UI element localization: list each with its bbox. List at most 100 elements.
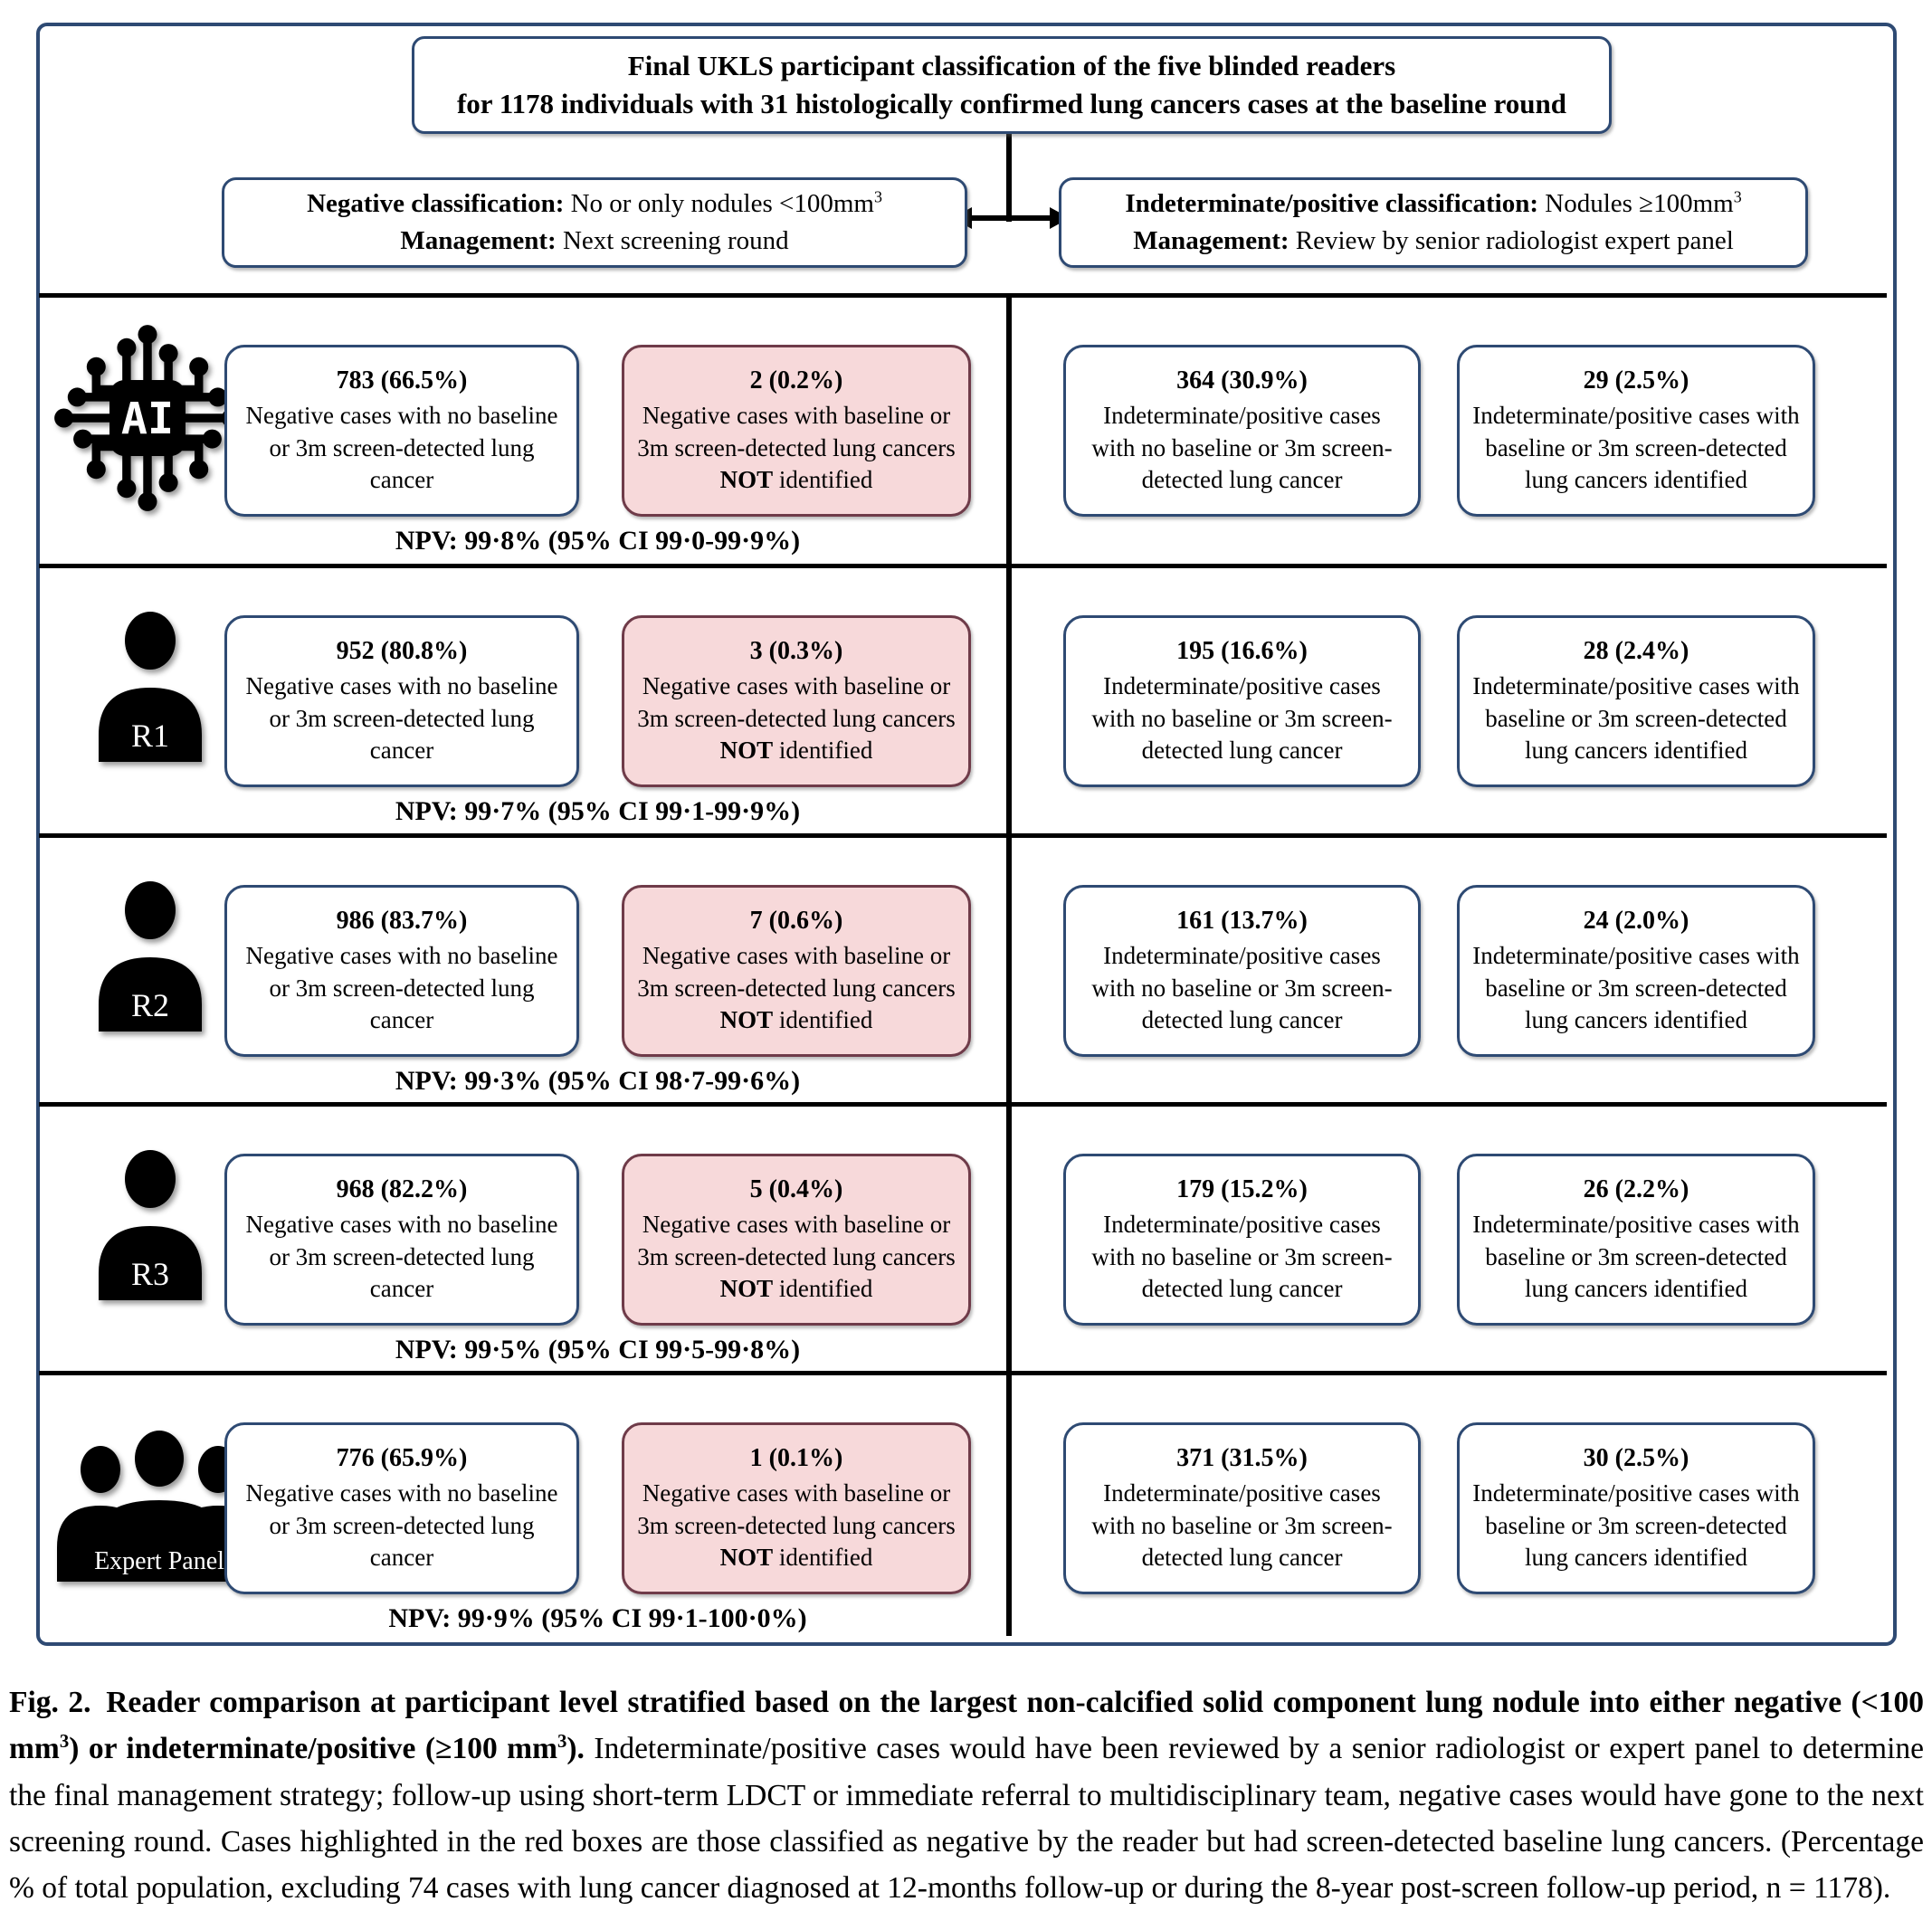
count-box: 952 (80.8%) Negative cases with no baseli… <box>224 615 579 787</box>
desc-text: Indeterminate/positive cases with baseli… <box>1472 1211 1800 1303</box>
reader-icon-label: R1 <box>131 718 169 754</box>
count-desc: Negative cases with baseline or 3m scree… <box>637 670 956 767</box>
desc-text: identified <box>773 1006 873 1034</box>
count-value: 7 (0.6%) <box>749 907 843 936</box>
count-box-missed: 1 (0.1%) Negative cases with baseline or … <box>622 1422 971 1594</box>
desc-text: Negative cases with baseline or 3m scree… <box>637 942 956 1002</box>
row-separator <box>39 293 1887 298</box>
count-box: 26 (2.2%) Indeterminate/positive cases wi… <box>1457 1154 1815 1326</box>
count-box: 371 (31.5%)Indeterminate/positive cases … <box>1063 1422 1421 1594</box>
caption-superscript: 3 <box>557 1731 567 1765</box>
caption-bold-text: Fig. 2. Reader comparison at participant… <box>9 1686 1924 1766</box>
reader-person-icon: R1 <box>99 612 202 762</box>
reader-row-r3: R3 968 (82.2%) Negative cases with no bas… <box>39 1107 1887 1373</box>
desc-text: Negative cases with no baseline or 3m sc… <box>245 1211 558 1303</box>
npv-line: NPV: 99·9% (95% CI 99·1-100·0%) <box>388 1603 807 1633</box>
count-box: 161 (13.7%) Indeterminate/positive cases … <box>1063 885 1421 1057</box>
caption-superscript-3: 3 <box>59 1731 70 1753</box>
count-desc: Indeterminate/positive cases with baseli… <box>1472 1209 1800 1306</box>
count-value: 3 (0.3%) <box>749 637 843 666</box>
count-desc: Indeterminate/positive cases with baseli… <box>1472 1478 1800 1574</box>
count-desc: Negative cases with no baseline or 3m sc… <box>240 1209 564 1306</box>
count-box: 776 (65.9%) Negative cases with no baseli… <box>224 1422 579 1594</box>
count-desc: Indeterminate/positive cases with no bas… <box>1079 400 1405 497</box>
positive-classification-box: Indeterminate/positive classification: N… <box>1059 177 1808 268</box>
reader-row-r2: R2 986 (83.7%)Negative cases with no bas… <box>39 838 1887 1104</box>
count-desc: Negative cases with baseline or 3m scree… <box>637 1209 956 1306</box>
count-desc: Indeterminate/positive cases with no bas… <box>1079 1209 1405 1306</box>
count-value: 161 (13.7%) <box>1176 907 1308 936</box>
figure-caption: Fig. 2. Reader comparison at participant… <box>9 1679 1924 1911</box>
desc-text: Indeterminate/positive cases with baseli… <box>1472 942 1800 1034</box>
row-separator <box>39 1102 1887 1107</box>
caption-bold-text: ). <box>566 1732 585 1766</box>
count-desc: Negative cases with no baseline or 3m sc… <box>240 1478 564 1574</box>
count-desc: Indeterminate/positive cases with baseli… <box>1472 400 1800 497</box>
positive-classification-line1: Indeterminate/positive classification: N… <box>1125 185 1741 223</box>
count-box: 968 (82.2%) Negative cases with no baseli… <box>224 1154 579 1326</box>
count-value: 1 (0.1%) <box>749 1444 843 1473</box>
count-value: 968 (82.2%) <box>336 1175 468 1204</box>
positive-label-bold: Indeterminate/positive classification: <box>1125 189 1539 219</box>
desc-bold: NOT <box>719 1275 774 1303</box>
desc-text: Negative cases with baseline or 3m scree… <box>637 1211 956 1270</box>
count-value: 29 (2.5%) <box>1583 366 1689 395</box>
count-value: 783 (66.5%) <box>336 366 468 395</box>
figure-title-line1: Final UKLS participant classification of… <box>627 50 1396 82</box>
count-box: 986 (83.7%)Negative cases with no baseli… <box>224 885 579 1057</box>
positive-label-rest: Nodules ≥100mm <box>1538 189 1734 219</box>
count-value: 5 (0.4%) <box>749 1175 843 1204</box>
desc-text: Negative cases with no baseline or 3m sc… <box>245 672 558 765</box>
positive-mgmt-rest: Review by senior radiologist expert pane… <box>1289 226 1734 255</box>
count-desc: Negative cases with baseline or 3m scree… <box>637 940 956 1037</box>
negative-classification-box: Negative classification: No or only nodu… <box>222 177 967 268</box>
negative-label-bold: Negative classification: <box>307 189 565 219</box>
count-box-missed: 2 (0.2%)Negative cases with baseline or … <box>622 345 971 517</box>
count-desc: Indeterminate/positive cases with no bas… <box>1079 670 1405 767</box>
caption-bold-text: ) or indeterminate/positive (≥100 mm <box>69 1732 557 1766</box>
desc-bold: NOT <box>719 466 774 494</box>
row-separator <box>39 833 1887 838</box>
desc-text: Indeterminate/positive cases with no bas… <box>1091 402 1393 494</box>
negative-classification-line1: Negative classification: No or only nodu… <box>307 185 882 223</box>
desc-text: Indeterminate/positive cases with no bas… <box>1091 1211 1393 1303</box>
count-desc: Negative cases with baseline or 3m scree… <box>637 1478 956 1574</box>
desc-text: Indeterminate/positive cases with baseli… <box>1472 402 1800 494</box>
npv-line: NPV: 99·5% (95% CI 99·5-99·8%) <box>395 1335 801 1364</box>
desc-text: Indeterminate/positive cases with no bas… <box>1091 1479 1393 1572</box>
negative-label-rest: No or only nodules <100mm <box>564 189 874 219</box>
count-value: 776 (65.9%) <box>336 1444 468 1473</box>
count-box-missed: 7 (0.6%) Negative cases with baseline or … <box>622 885 971 1057</box>
figure-title-box: Final UKLS participant classification of… <box>412 36 1612 134</box>
count-desc: Indeterminate/positive cases with no bas… <box>1079 940 1405 1037</box>
npv-line: NPV: 99·8% (95% CI 99·0-99·9%) <box>395 526 801 556</box>
figure-title-line2: for 1178 individuals with 31 histologica… <box>456 88 1566 119</box>
figure-page: Final UKLS participant classification of… <box>9 23 1924 1905</box>
count-value: 952 (80.8%) <box>336 637 468 666</box>
desc-text: Negative cases with no baseline or 3m sc… <box>245 1479 558 1572</box>
count-value: 24 (2.0%) <box>1583 907 1689 936</box>
count-box: 30 (2.5%)Indeterminate/positive cases wi… <box>1457 1422 1815 1594</box>
count-desc: Negative cases with no baseline or 3m sc… <box>240 400 564 497</box>
count-value: 195 (16.6%) <box>1176 637 1308 666</box>
reader-row-r1: R1 952 (80.8%) Negative cases with no bas… <box>39 568 1887 834</box>
count-box: 195 (16.6%) Indeterminate/positive cases … <box>1063 615 1421 787</box>
count-desc: Negative cases with no baseline or 3m sc… <box>240 940 564 1037</box>
count-value: 364 (30.9%) <box>1176 366 1308 395</box>
count-desc: Indeterminate/positive cases with no bas… <box>1079 1478 1405 1574</box>
count-desc: Negative cases with no baseline or 3m sc… <box>240 670 564 767</box>
ai-chip-label: AI <box>121 394 174 444</box>
reader-person-icon: R3 <box>99 1150 202 1300</box>
desc-text: Negative cases with no baseline or 3m sc… <box>245 942 558 1034</box>
count-box: 29 (2.5%) Indeterminate/positive cases wi… <box>1457 345 1815 517</box>
reader-icon-label: Expert Panel <box>94 1547 224 1575</box>
positive-mgmt-bold: Management: <box>1133 226 1290 255</box>
count-value: 179 (15.2%) <box>1176 1175 1308 1204</box>
count-desc: Indeterminate/positive cases with baseli… <box>1472 940 1800 1037</box>
count-desc: Negative cases with baseline or 3m scree… <box>637 400 956 497</box>
desc-text: Negative cases with baseline or 3m scree… <box>637 1479 956 1539</box>
count-box: 364 (30.9%) Indeterminate/positive cases … <box>1063 345 1421 517</box>
count-value: 26 (2.2%) <box>1583 1175 1689 1204</box>
double-arrow-icon <box>952 207 1070 229</box>
caption-superscript-3: 3 <box>557 1731 567 1753</box>
